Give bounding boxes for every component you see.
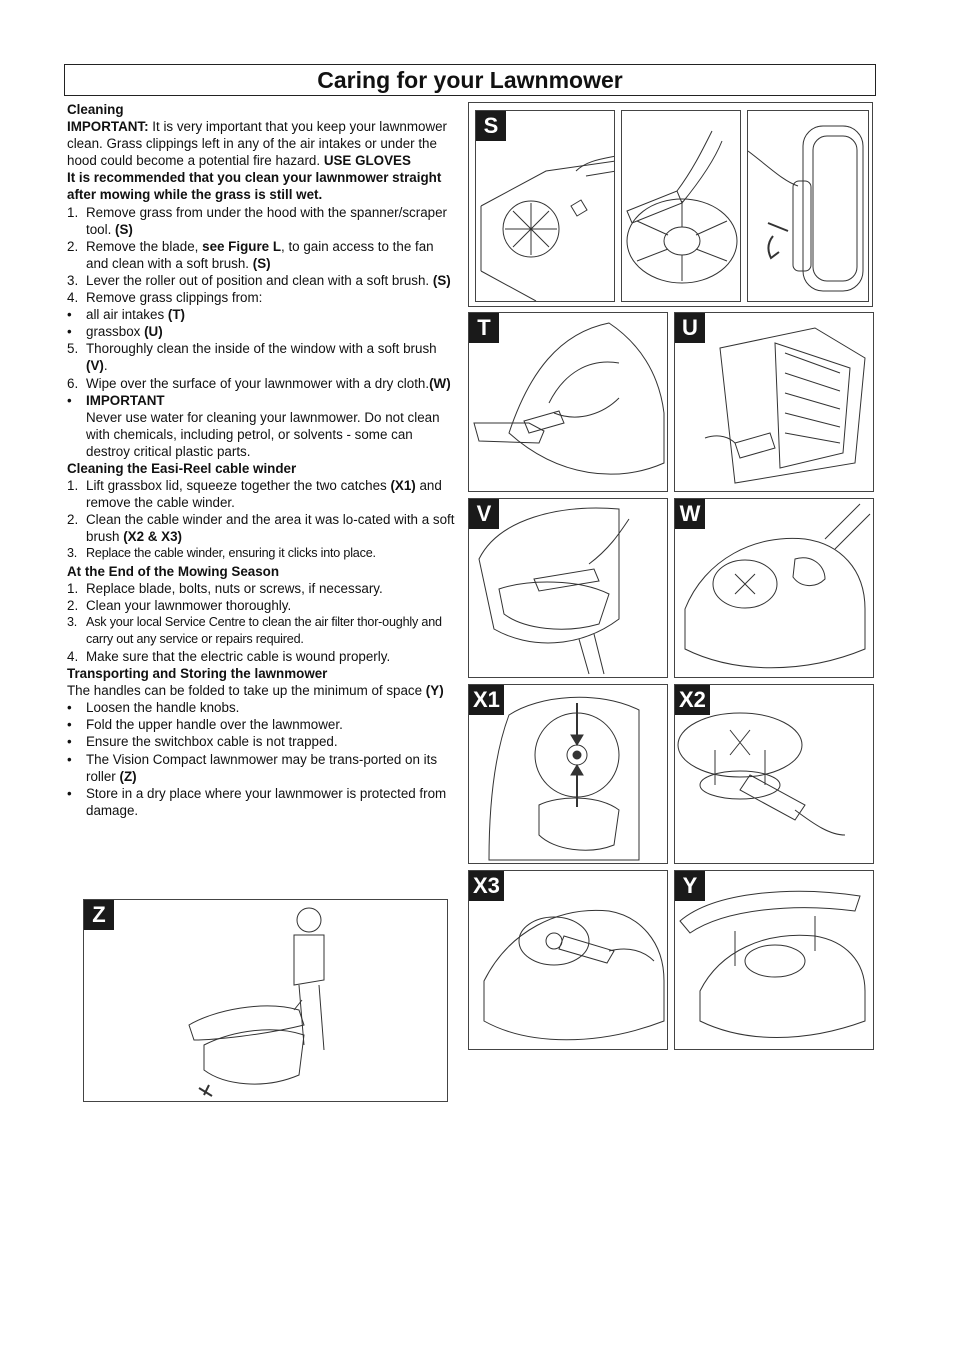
folded-handle-illustration (675, 871, 874, 1050)
reel-step: 1.Lift grassbox lid, squeeze together th… (67, 478, 442, 511)
transport-bullet: •Loosen the handle knobs. (67, 700, 240, 716)
figure-t-label: T (469, 313, 499, 343)
figure-u-label: U (675, 313, 705, 343)
figure-v-label: V (469, 499, 499, 529)
figure-z: Z (83, 899, 448, 1102)
roller-illustration (748, 111, 869, 302)
cleaning-important: IMPORTANT: It is very important that you… (67, 119, 448, 169)
transport-bullet: •The Vision Compact lawnmower may be tra… (67, 751, 438, 784)
cleaning-bullet: •grassbox (U) (67, 324, 163, 340)
hood-illustration (476, 111, 615, 302)
instructions-column: Cleaning IMPORTANT: It is very important… (67, 101, 459, 819)
figure-s-fan (621, 110, 741, 302)
window-cleaning-illustration (469, 499, 668, 678)
title-box: Caring for your Lawnmower (64, 64, 876, 96)
cleaning-step: 1.Remove grass from under the hood with … (67, 204, 447, 237)
transport-bullet: •Ensure the switchbox cable is not trapp… (67, 734, 338, 750)
figure-v: V (468, 498, 668, 678)
wipe-surface-illustration (675, 499, 874, 678)
transport-bullet: •Fold the upper handle over the lawnmowe… (67, 717, 343, 733)
figure-s-label: S (476, 111, 506, 141)
transport-heading: Transporting and Storing the lawnmower (67, 666, 328, 682)
cleaning-step: 4.Remove grass clippings from: (67, 290, 263, 306)
season-step: 4.Make sure that the electric cable is w… (67, 649, 391, 664)
figure-x3-label: X3 (469, 871, 504, 901)
figure-s-hood: S (475, 110, 615, 302)
cleaning-step: 2.Remove the blade, see Figure L, to gai… (67, 238, 434, 271)
transport-bullet: •Store in a dry place where your lawnmow… (67, 785, 447, 818)
air-intake-illustration (469, 313, 668, 492)
season-step: 2.Clean your lawnmower thoroughly. (67, 597, 292, 613)
season-heading: At the End of the Mowing Season (67, 563, 280, 579)
figure-x2-label: X2 (675, 685, 710, 715)
figure-y-label: Y (675, 871, 705, 901)
cleaning-heading: Cleaning (67, 102, 124, 117)
figure-y: Y (674, 870, 874, 1050)
figure-s: S (468, 102, 873, 307)
season-step: 3.Ask your local Service Centre to clean… (67, 614, 442, 646)
figure-w-label: W (675, 499, 705, 529)
figure-s-roller (747, 110, 869, 302)
cleaning-step: 5.Thoroughly clean the inside of the win… (67, 341, 437, 374)
season-step: 1.Replace blade, bolts, nuts or screws, … (67, 580, 383, 596)
figure-z-label: Z (84, 900, 114, 930)
cleaning-bullet: •all air intakes (T) (67, 307, 185, 323)
transport-illustration (84, 900, 448, 1102)
cable-reel-catches-illustration (469, 685, 668, 864)
figure-x1: X1 (468, 684, 668, 864)
fan-brush-illustration (622, 111, 741, 302)
figure-x1-label: X1 (469, 685, 504, 715)
figure-x3: X3 (468, 870, 668, 1050)
figure-w: W (674, 498, 874, 678)
cleaning-step: 3.Lever the roller out of position and c… (67, 272, 451, 288)
cleaning-recommendation: It is recommended that you clean your la… (67, 170, 442, 203)
figure-t: T (468, 312, 668, 492)
page-title: Caring for your Lawnmower (317, 67, 623, 93)
reel-housing-illustration (469, 871, 668, 1050)
grassbox-illustration (675, 313, 874, 492)
reel-step: 3.Replace the cable winder, ensuring it … (67, 546, 376, 561)
reel-heading: Cleaning the Easi-Reel cable winder (67, 460, 297, 476)
reel-step: 2.Clean the cable winder and the area it… (67, 512, 455, 545)
figure-u: U (674, 312, 874, 492)
cleaning-step: 6.Wipe over the surface of your lawnmowe… (67, 375, 451, 391)
figure-x2: X2 (674, 684, 874, 864)
transport-intro: The handles can be folded to take up the… (67, 683, 444, 699)
cable-reel-brush-illustration (675, 685, 874, 864)
